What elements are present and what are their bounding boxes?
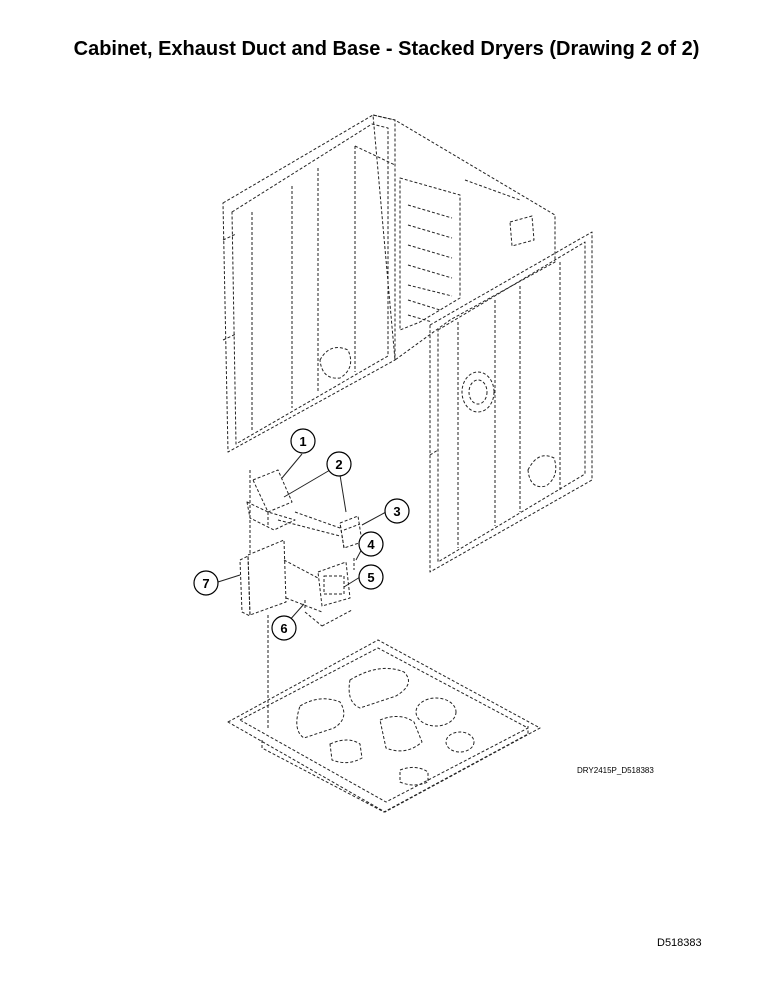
part-5-duct-plate (317, 561, 351, 607)
callout-7-label: 7 (202, 576, 209, 591)
callout-5-label: 5 (367, 570, 374, 585)
callout-1-label: 1 (299, 434, 306, 449)
callout-6: 6 (271, 615, 297, 641)
callout-7: 7 (193, 570, 219, 596)
part-1-bracket (246, 469, 296, 531)
part-7-mount-plate (239, 539, 287, 617)
callout-2: 2 (326, 451, 352, 477)
callout-6-label: 6 (280, 621, 287, 636)
assembly-guide-lines (249, 470, 353, 730)
drawing-number: DRY2415P_D518383 (577, 766, 654, 775)
cabinet-right-panel (429, 231, 593, 573)
callout-4: 4 (358, 531, 384, 557)
callout-1: 1 (290, 428, 316, 454)
cabinet-back-panel (354, 114, 556, 361)
cabinet-base (227, 639, 541, 813)
page-title: Cabinet, Exhaust Duct and Base - Stacked… (73, 38, 700, 60)
callout-3: 3 (384, 498, 410, 524)
document-id: D518383 (657, 937, 702, 949)
callout-5: 5 (358, 564, 384, 590)
callout-3-label: 3 (393, 504, 400, 519)
callouts: 1 2 3 4 5 7 6 (193, 428, 410, 641)
callout-4-label: 4 (367, 537, 375, 552)
callout-2-label: 2 (335, 457, 342, 472)
cabinet-left-panel (222, 114, 396, 453)
